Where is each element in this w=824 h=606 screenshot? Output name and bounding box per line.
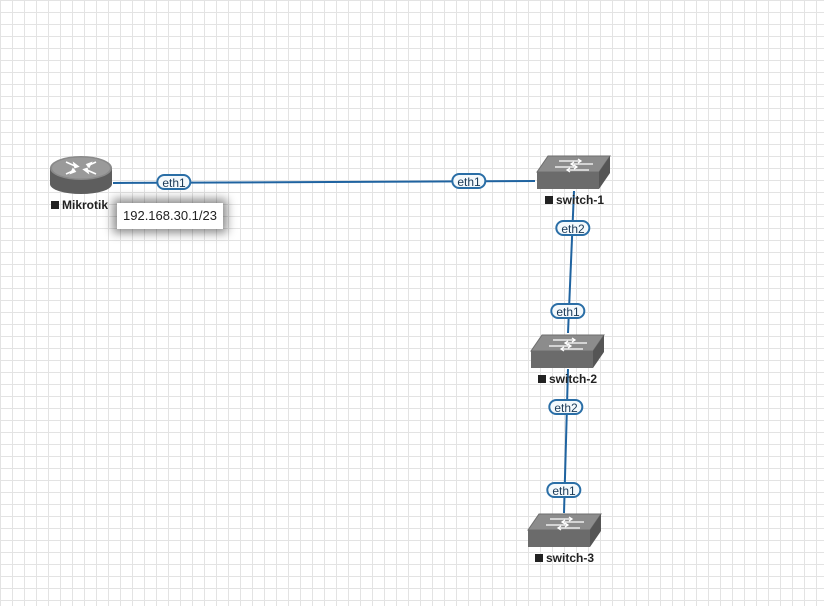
port-switch3-eth1[interactable]: eth1: [546, 482, 582, 498]
node-label-switch-1[interactable]: switch-1: [545, 193, 604, 207]
router-icon[interactable]: [50, 156, 112, 194]
node-label-switch-2[interactable]: switch-2: [538, 372, 597, 386]
status-square-icon: [51, 201, 59, 209]
node-label-mikrotik[interactable]: Mikrotik: [51, 198, 108, 212]
port-switch1-eth2[interactable]: eth2: [555, 220, 591, 236]
port-mikrotik-eth1[interactable]: eth1: [156, 174, 192, 190]
port-switch2-eth2[interactable]: eth2: [548, 399, 584, 415]
switch-icon[interactable]: [536, 155, 611, 189]
port-switch2-eth1[interactable]: eth1: [550, 303, 586, 319]
port-switch1-eth1[interactable]: eth1: [451, 173, 487, 189]
switch-icon[interactable]: [527, 513, 602, 547]
switch-icon[interactable]: [530, 334, 605, 368]
status-square-icon: [538, 375, 546, 383]
ip-address-label: 192.168.30.1/23: [117, 203, 223, 229]
node-label-switch-3[interactable]: switch-3: [535, 551, 594, 565]
status-square-icon: [535, 554, 543, 562]
status-square-icon: [545, 196, 553, 204]
